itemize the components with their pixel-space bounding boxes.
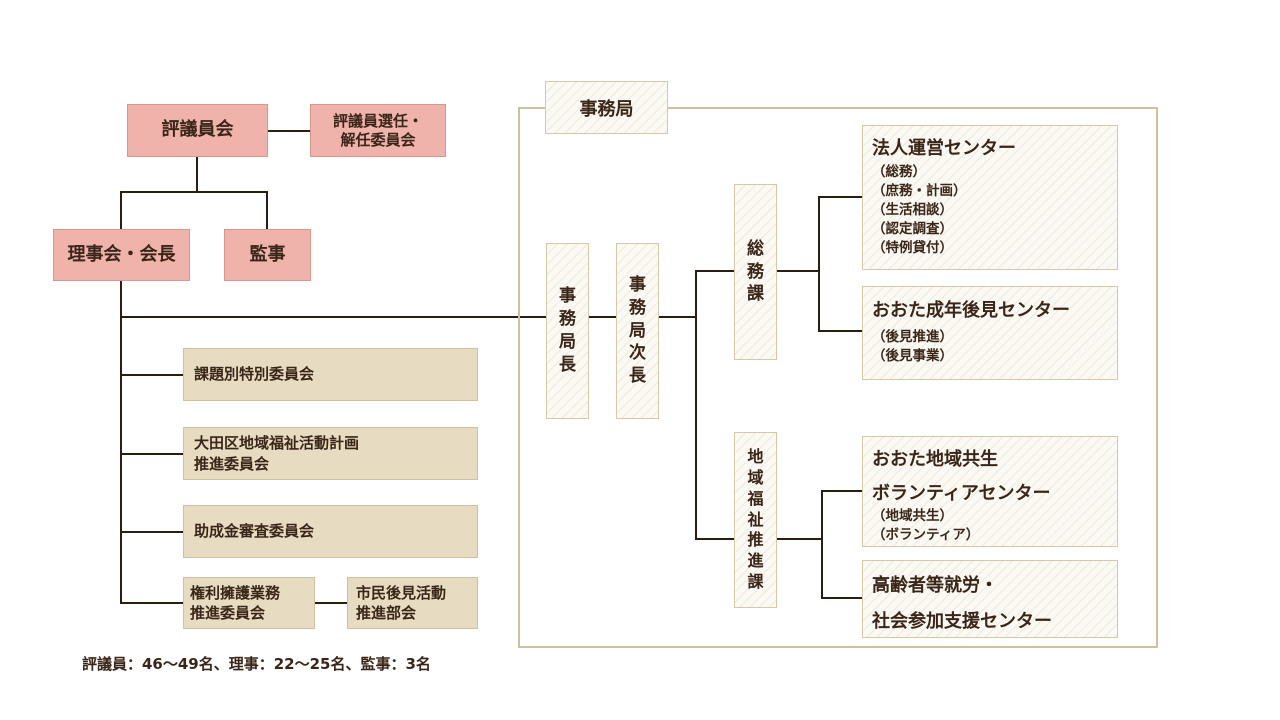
hojin-sub: （認定調査） — [872, 220, 953, 237]
kyosei-sub: （ボランティア） — [872, 526, 980, 543]
member-count-note: 評議員：46～49名、理事：22～25名、監事：3名 — [82, 655, 431, 673]
chiikika-char: 進 — [747, 551, 764, 571]
connector — [268, 130, 310, 132]
connector — [120, 374, 183, 376]
connector — [120, 531, 183, 533]
chiikika-char: 福 — [747, 488, 764, 508]
jimukyoku-label: 事務局 — [579, 98, 634, 120]
hyogiinkai-label: 評議員会 — [161, 119, 234, 141]
senin-iinkai-line2: 解任委員会 — [340, 130, 416, 149]
ota-plan-line1: 大田区地域福祉活動計画 — [194, 434, 360, 453]
connector — [777, 538, 823, 540]
chiikika-char: 域 — [747, 468, 764, 487]
connector — [818, 196, 820, 332]
chiikika-box: 地 域 福 祉 推 進 課 — [734, 432, 777, 608]
kyosei-center-box: おおた地域共生 ボランティアセンター （地域共生） （ボランティア） — [862, 436, 1118, 547]
koreisha-center-box: 高齢者等就労・ 社会参加支援センター — [862, 560, 1118, 638]
koken-center-box: おおた成年後見センター （後見推進） （後見事業） — [862, 286, 1118, 380]
connector — [120, 191, 122, 229]
connector — [120, 602, 183, 604]
connector — [120, 281, 122, 604]
chiikika-char: 祉 — [747, 509, 764, 529]
connector — [266, 191, 268, 229]
shimin-line2: 推進部会 — [356, 604, 417, 622]
connector — [695, 270, 734, 272]
josei-committee-label: 助成金審査委員会 — [194, 522, 315, 541]
connector — [821, 490, 862, 492]
kadai-committee-label: 課題別特別委員会 — [194, 365, 315, 384]
connector — [695, 538, 734, 540]
jimukyokujicho-box: 事 務 局 次 長 — [616, 243, 659, 419]
kadai-committee-box: 課題別特別委員会 — [183, 348, 478, 401]
hojin-sub: （庶務・計画） — [872, 182, 967, 199]
kenri-line1: 権利擁護業務 — [190, 583, 281, 602]
jimukyokucho-char: 局 — [559, 332, 576, 352]
somuka-char: 務 — [747, 261, 764, 282]
jimukyokujicho-char: 務 — [629, 297, 646, 318]
jimukyokucho-box: 事 務 局 長 — [546, 243, 589, 419]
connector — [315, 602, 347, 604]
kenri-committee-box: 権利擁護業務 推進委員会 — [183, 577, 315, 629]
connector — [818, 330, 862, 332]
hojin-center-box: 法人運営センター （総務） （庶務・計画） （生活相談） （認定調査） （特例貸… — [862, 125, 1118, 270]
jimukyokucho-char: 長 — [559, 354, 576, 375]
hojin-sub: （総務） — [872, 164, 926, 180]
chiikika-char: 地 — [747, 447, 764, 467]
hojin-center-title: 法人運営センター — [872, 138, 1016, 159]
somuka-box: 総 務 課 — [734, 184, 777, 360]
connector — [589, 316, 616, 318]
connector — [818, 196, 862, 198]
shimin-line1: 市民後見活動 — [356, 583, 447, 602]
hyogiinkai-box: 評議員会 — [127, 104, 268, 157]
connector — [777, 270, 820, 272]
connector — [196, 157, 198, 192]
koreisha-center-title-line2: 社会参加支援センター — [872, 611, 1052, 632]
koken-sub: （後見推進） — [872, 329, 953, 345]
kyosei-sub: （地域共生） — [872, 508, 953, 524]
ota-plan-line2: 推進委員会 — [194, 454, 270, 473]
connector — [821, 597, 862, 599]
connector — [120, 316, 546, 318]
hojin-sub: （特例貸付） — [872, 239, 953, 256]
kanji-box: 監事 — [224, 229, 311, 281]
josei-committee-box: 助成金審査委員会 — [183, 505, 478, 558]
jimukyokucho-char: 務 — [559, 309, 576, 330]
jimukyokujicho-char: 長 — [629, 366, 646, 387]
senin-iinkai-box: 評議員選任・ 解任委員会 — [310, 104, 446, 157]
connector — [120, 453, 183, 455]
ota-plan-committee-box: 大田区地域福祉活動計画 推進委員会 — [183, 427, 478, 480]
shimin-subcommittee-box: 市民後見活動 推進部会 — [347, 577, 478, 629]
koreisha-center-title-line1: 高齢者等就労・ — [872, 575, 998, 596]
connector — [120, 191, 268, 193]
hojin-sub: （生活相談） — [872, 201, 953, 218]
jimukyokujicho-char: 局 — [629, 320, 646, 341]
kanji-label: 監事 — [249, 243, 286, 265]
senin-iinkai-line1: 評議員選任・ — [332, 111, 423, 130]
rijikai-label: 理事会・会長 — [67, 243, 176, 265]
jimukyokujicho-char: 事 — [629, 274, 646, 295]
connector — [659, 316, 697, 318]
kyosei-center-title-line1: おおた地域共生 — [872, 449, 998, 470]
somuka-char: 課 — [747, 284, 764, 305]
koken-sub: （後見事業） — [872, 347, 953, 364]
jimukyoku-frame — [518, 107, 1158, 648]
koken-center-title: おおた成年後見センター — [872, 300, 1070, 321]
kenri-line2: 推進委員会 — [190, 604, 266, 622]
jimukyokujicho-char: 次 — [629, 343, 646, 364]
jimukyokucho-char: 事 — [559, 286, 576, 307]
connector — [821, 490, 823, 599]
chiikika-char: 課 — [747, 571, 764, 591]
somuka-char: 総 — [747, 238, 764, 259]
connector — [695, 270, 697, 540]
chiikika-char: 推 — [747, 530, 764, 550]
jimukyoku-title-box: 事務局 — [545, 81, 668, 134]
kyosei-center-title-line2: ボランティアセンター — [872, 483, 1051, 504]
rijikai-box: 理事会・会長 — [53, 229, 190, 281]
